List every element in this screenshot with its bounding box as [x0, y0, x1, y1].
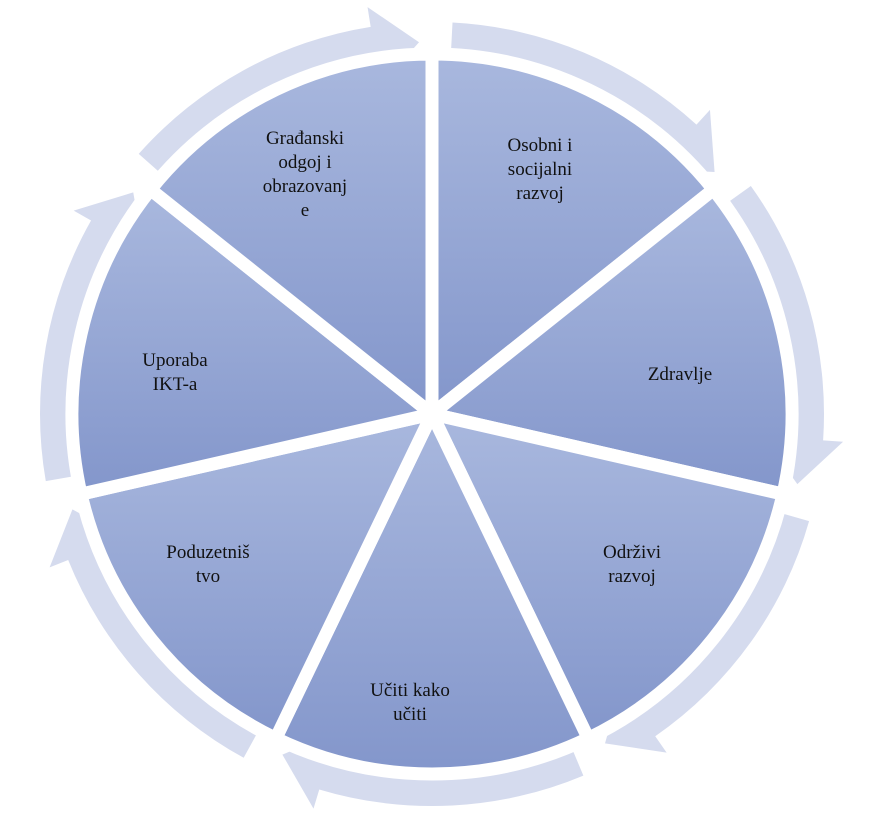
cycle-segment: [144, 47, 439, 421]
cycle-segment: [269, 407, 595, 781]
segment-label-uporaba-ikt: Uporaba IKT-a: [142, 350, 208, 395]
segment-label-poduzetnistvo: Poduzetniš tvo: [166, 542, 250, 587]
segment-label-uciti-kako-uciti: Učiti kako učiti: [370, 680, 450, 725]
segment-label-zdravlje: Zdravlje: [647, 364, 713, 385]
cycle-segment: [425, 183, 799, 501]
cycle-segment: [65, 183, 439, 501]
segment-label-odrzivi-razvoj: Održivi razvoj: [602, 542, 662, 587]
cycle-segment: [425, 47, 720, 421]
cycle-segment: [74, 407, 439, 745]
segment-label-gradjanski-odgoj: Građanski odgoj i obrazovanj e: [262, 128, 348, 221]
cycle-segment: [425, 407, 790, 745]
segment-label-osobni-razvoj: Osobni i socijalni razvoj: [507, 135, 573, 204]
